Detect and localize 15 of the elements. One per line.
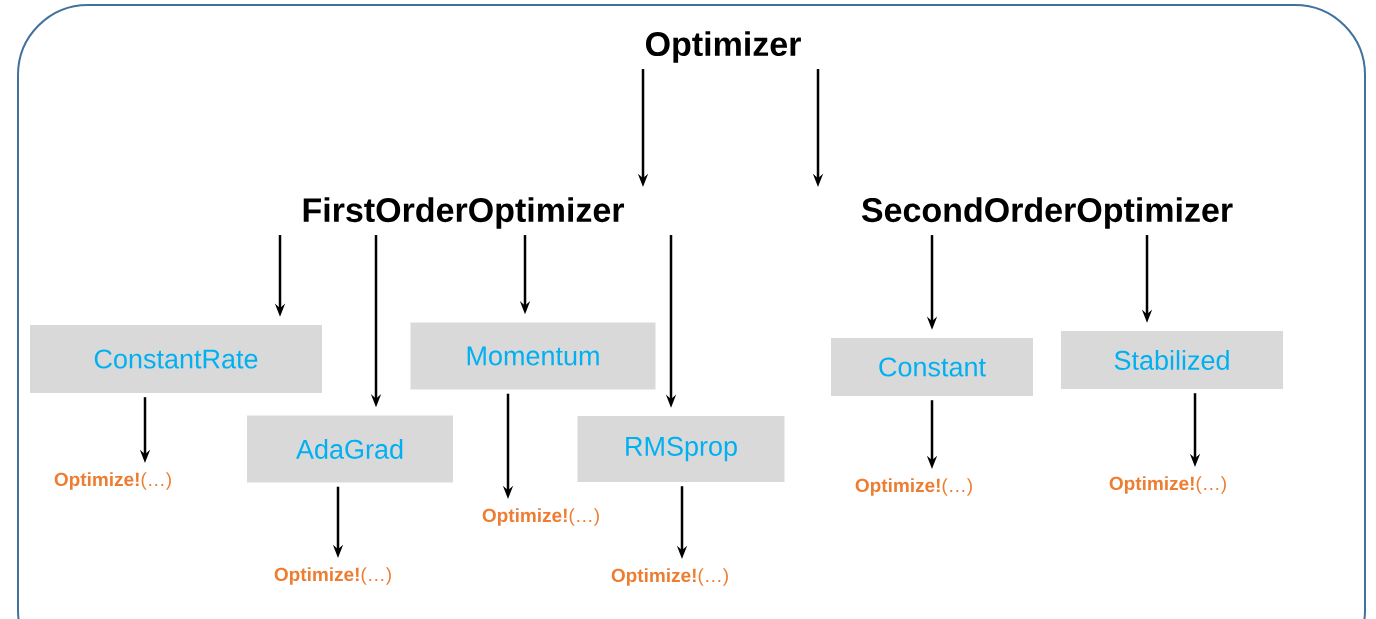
method-call: Optimize!(…) (54, 472, 171, 490)
method-call: Optimize!(…) (274, 567, 391, 585)
class-name: SecondOrderOptimizer (861, 197, 1233, 229)
class-box: Constant (831, 338, 1033, 396)
class-name: FirstOrderOptimizer (303, 197, 625, 229)
class-name: Optimizer (646, 31, 801, 63)
method-call: Optimize!(…) (1109, 476, 1226, 494)
method-call: Optimize!(…) (855, 478, 972, 496)
method-call: Optimize!(…) (482, 508, 599, 526)
class-box: RMSprop (577, 416, 785, 482)
method-call: Optimize!(…) (611, 568, 728, 586)
class-box: Stabilized (1061, 331, 1283, 389)
class-box: Momentum (410, 322, 656, 390)
class-box: AdaGrad (247, 415, 453, 483)
class-box: ConstantRate (30, 325, 322, 393)
